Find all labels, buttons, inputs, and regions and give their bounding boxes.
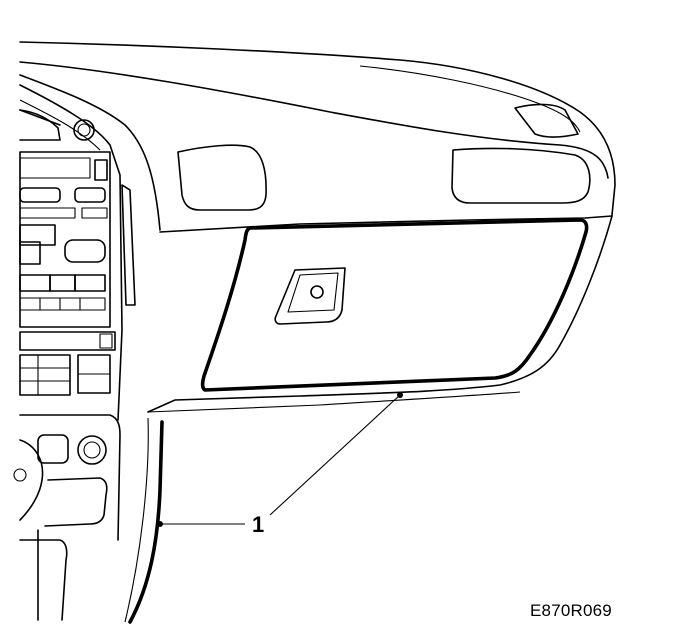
defrost-tab bbox=[514, 103, 579, 138]
hazard-button-icon bbox=[73, 119, 95, 141]
callout-leaders bbox=[157, 392, 403, 527]
top-display-cluster bbox=[19, 109, 95, 141]
right-air-vent bbox=[451, 147, 591, 204]
callout-label-1: 1 bbox=[252, 512, 264, 537]
dashboard-top bbox=[19, 41, 616, 231]
glovebox-handle bbox=[274, 267, 346, 325]
figure-code: E870R069 bbox=[530, 601, 612, 620]
radio-unit bbox=[19, 151, 111, 328]
center-console bbox=[19, 84, 136, 421]
rotary-knob-icon bbox=[77, 435, 107, 465]
lock-cylinder-icon bbox=[310, 285, 324, 299]
glovebox-outline bbox=[200, 218, 589, 392]
left-air-vent bbox=[177, 144, 267, 211]
climate-control bbox=[19, 331, 116, 396]
trim-strip-left bbox=[124, 417, 164, 624]
lower-console bbox=[13, 414, 121, 621]
